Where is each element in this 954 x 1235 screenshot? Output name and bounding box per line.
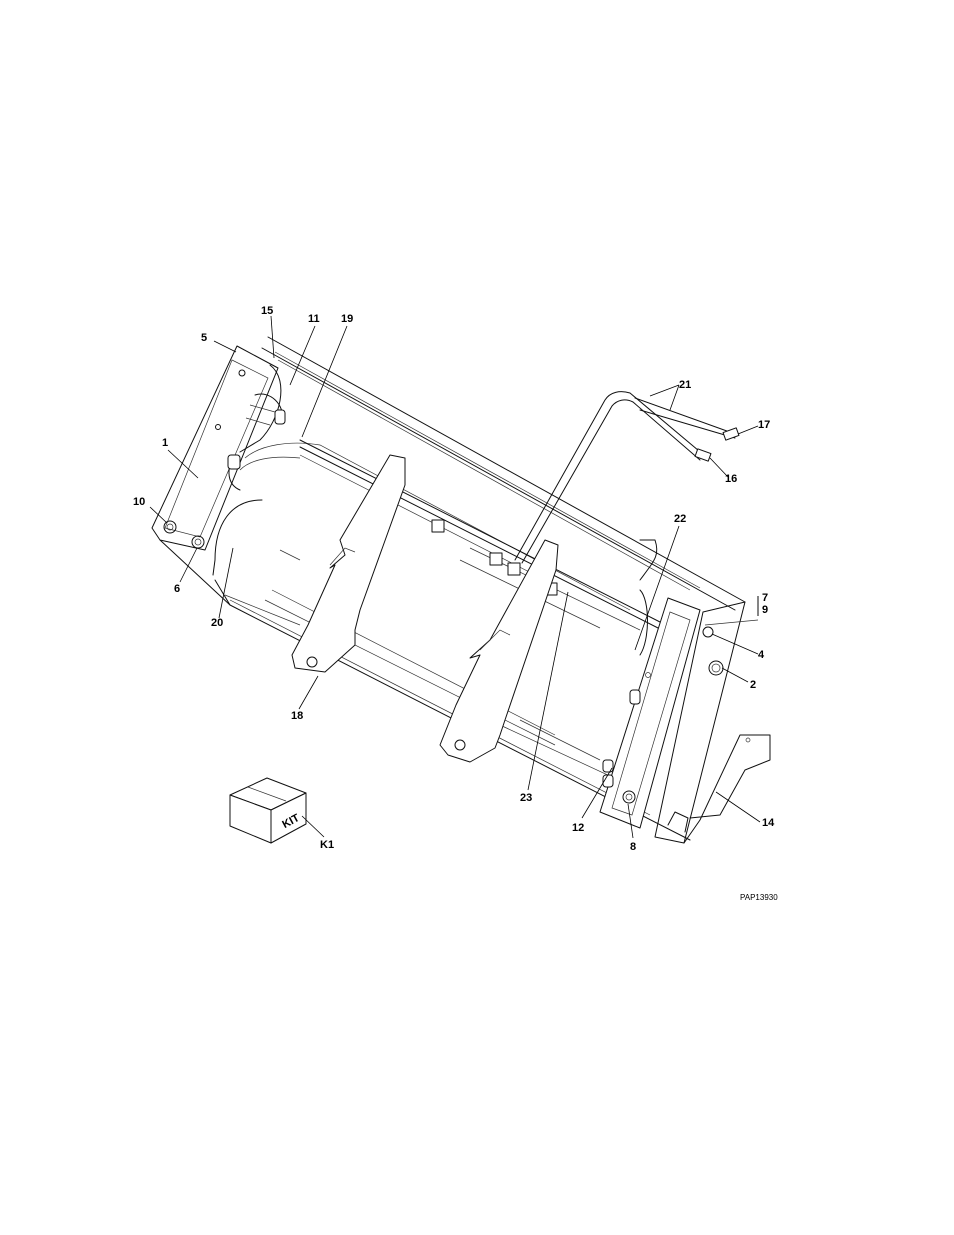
callout-11: 11 (308, 313, 320, 325)
callout-21: 21 (679, 379, 691, 391)
callout-1: 1 (162, 437, 168, 449)
callout-23: 23 (520, 792, 532, 804)
callout-14: 14 (762, 817, 775, 829)
callout-15: 15 (261, 305, 273, 317)
drawing-id: PAP13930 (740, 893, 778, 902)
callout-8: 8 (630, 841, 636, 853)
callout-16: 16 (725, 473, 737, 485)
callout-17: 17 (758, 419, 770, 431)
callout-7: 7 (762, 592, 768, 604)
callout-4: 4 (758, 649, 765, 661)
callout-6: 6 (174, 583, 180, 595)
callout-20: 20 (211, 617, 223, 629)
kit-box: KIT (230, 778, 306, 843)
callout-5: 5 (201, 332, 207, 344)
callout-k1: K1 (320, 839, 334, 851)
callout-19: 19 (341, 313, 353, 325)
callout-18: 18 (291, 710, 303, 722)
callout-22: 22 (674, 513, 686, 525)
right-end-plate (600, 598, 750, 828)
left-end-plate (152, 346, 278, 550)
cutting-edge (668, 812, 688, 832)
callout-10: 10 (133, 496, 145, 508)
callout-12: 12 (572, 822, 584, 834)
callout-9: 9 (762, 604, 768, 616)
callout-2: 2 (750, 679, 756, 691)
